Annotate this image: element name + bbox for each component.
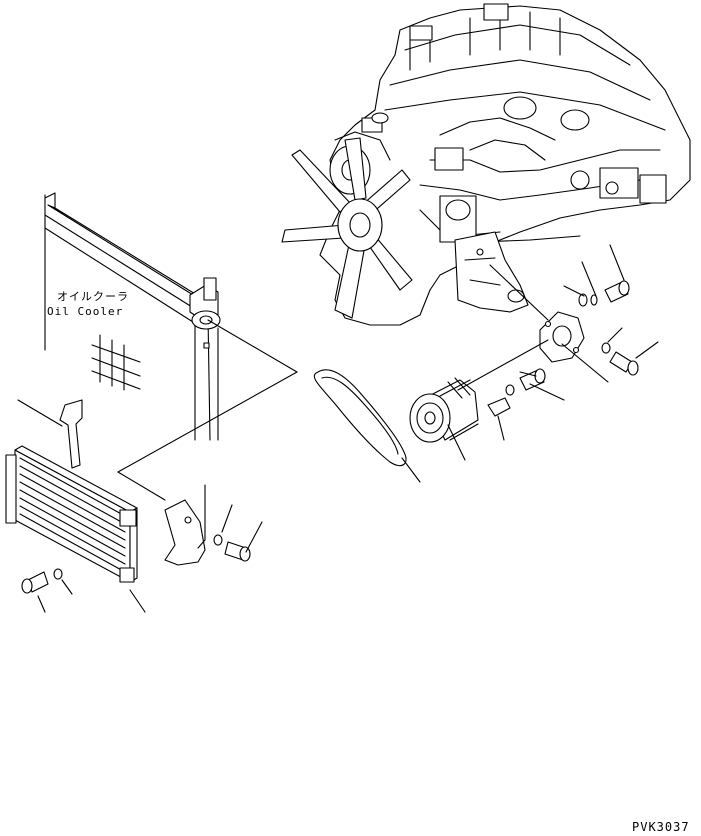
phantom-lines: [117, 264, 549, 501]
cooling-fan: [281, 137, 413, 319]
oil-cooler: [44, 192, 221, 441]
leader-lines: [17, 244, 659, 613]
compressor-mount-bracket: [454, 231, 529, 313]
washer-compressor: [505, 384, 515, 396]
washer-engine-lower: [601, 342, 611, 354]
drawing-code: PVK3037: [632, 820, 690, 834]
washer-engine-upper-1: [578, 293, 588, 307]
bolt-condenser-right: [224, 541, 251, 562]
washer-engine-upper-2: [590, 294, 598, 306]
oil-cooler-label-jp: オイルクーラ: [57, 290, 129, 303]
condenser-bracket-right: [164, 499, 206, 566]
washer-condenser-right: [213, 534, 223, 546]
washer-condenser-left: [53, 568, 63, 580]
bolt-engine-upper: [604, 280, 630, 303]
bolt-engine-lower: [609, 351, 639, 376]
ac-compressor: [409, 377, 479, 443]
bolt-condenser-left: [21, 571, 49, 594]
oil-cooler-label-en: Oil Cooler: [47, 305, 124, 318]
condenser-bracket-left: [59, 399, 83, 469]
engine-block: [319, 3, 691, 326]
mounting-plate: [539, 311, 585, 363]
bolt-compressor: [519, 368, 546, 391]
v-belt: [313, 369, 407, 467]
condenser: [5, 445, 138, 583]
compressor-plate: [487, 397, 511, 417]
